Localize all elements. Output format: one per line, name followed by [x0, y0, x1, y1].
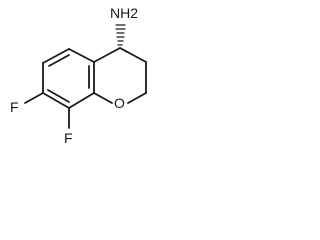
bond-c4a-c4: [93, 47, 121, 63]
fluorine-7-label: F: [10, 99, 19, 115]
bond-c4-c3: [119, 47, 147, 63]
pyran-ring: [93, 47, 147, 104]
benzene-ring: [42, 48, 95, 109]
amine-label: NH2: [110, 5, 138, 21]
bond-c4a-c5: [68, 48, 95, 63]
stereo-hashed-wedge: [115, 24, 126, 46]
bond-c2-o1: [127, 92, 147, 104]
bond-c7-c8: [42, 92, 70, 109]
bond-c8-c8a: [68, 92, 95, 109]
bond-o1-c8a: [93, 92, 113, 104]
chemical-structure: NH2 O F F: [10, 5, 147, 146]
ring-oxygen-label: O: [114, 95, 125, 111]
double-bond-c5-c6-inner: [48, 54, 70, 67]
bond-c7-f: [24, 92, 44, 104]
fluorine-8-label: F: [64, 130, 73, 146]
double-bond-c7-c8-inner: [47, 89, 70, 103]
bond-c5-c6: [42, 48, 70, 64]
